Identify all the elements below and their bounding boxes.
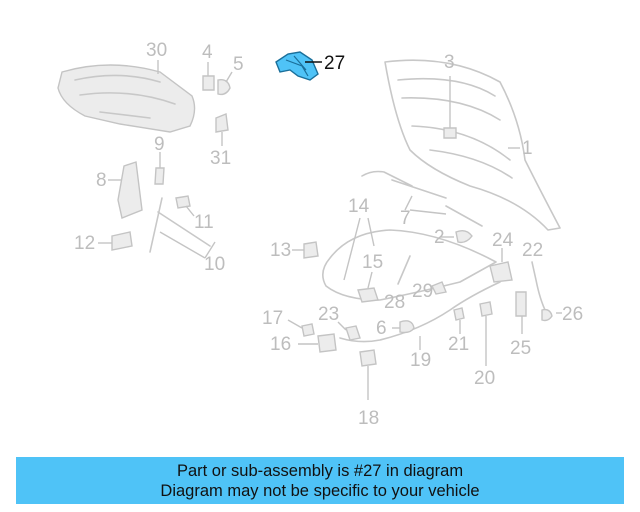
parts-diagram: 30 4 5 27 3 1 9 31 8 11 12 10 14 7 2 24 … <box>57 40 583 429</box>
part-9-bracket <box>154 167 165 185</box>
label-8: 8 <box>96 170 107 191</box>
part-19-release-cable <box>339 281 501 343</box>
label-2: 2 <box>434 227 445 248</box>
label-22: 22 <box>522 240 543 261</box>
part-21-clip <box>453 307 465 321</box>
label-14: 14 <box>348 196 370 217</box>
part-3-emblem <box>443 127 457 139</box>
banner-line-1: Part or sub-assembly is #27 in diagram <box>176 461 464 480</box>
label-29: 29 <box>412 281 433 302</box>
part-23-clip <box>345 325 361 341</box>
label-4: 4 <box>202 42 213 63</box>
part-14-seal <box>322 229 497 301</box>
part-7-weatherstrip <box>361 170 483 227</box>
part-6-grommet <box>399 320 415 334</box>
label-3: 3 <box>444 52 455 73</box>
label-12: 12 <box>74 233 95 254</box>
label-24: 24 <box>492 230 514 251</box>
part-1-hood-panel <box>384 59 561 231</box>
part-20-bracket <box>479 301 493 317</box>
part-17-clip <box>301 323 315 337</box>
label-27: 27 <box>324 53 345 74</box>
part-13-bracket <box>303 241 319 259</box>
label-30: 30 <box>146 40 167 61</box>
label-21: 21 <box>448 334 469 355</box>
label-20: 20 <box>474 368 495 389</box>
part-2-bumper <box>455 229 473 244</box>
part-5-clip <box>217 78 231 96</box>
label-13: 13 <box>270 240 291 261</box>
label-6: 6 <box>376 318 387 339</box>
label-15: 15 <box>362 252 383 273</box>
part-22-cable <box>531 261 547 313</box>
label-5: 5 <box>233 54 244 75</box>
part-11-strut-clip <box>175 195 191 209</box>
part-31-bracket <box>215 113 229 133</box>
label-28: 28 <box>384 292 405 313</box>
part-30-hood-insulator <box>57 64 196 133</box>
part-4-clip <box>202 75 215 91</box>
label-19: 19 <box>410 350 431 371</box>
label-16: 16 <box>270 334 291 355</box>
part-24-release-handle <box>489 261 513 283</box>
part-27-hood-hinge <box>275 51 319 81</box>
banner-line-2: Diagram may not be specific to your vehi… <box>160 481 480 500</box>
label-18: 18 <box>358 408 379 429</box>
label-26: 26 <box>562 304 583 325</box>
part-26-grommet <box>541 308 553 322</box>
part-29-latch-handle <box>431 281 447 295</box>
part-12-bracket <box>111 231 133 251</box>
label-23: 23 <box>318 304 339 325</box>
label-7: 7 <box>400 208 411 229</box>
label-10: 10 <box>204 254 225 275</box>
part-15-latch <box>357 287 379 303</box>
part-25-latch-rod <box>515 291 527 317</box>
label-9: 9 <box>154 134 165 155</box>
part-16-bracket <box>317 333 337 353</box>
part-18-lock-bracket <box>359 349 377 367</box>
label-25: 25 <box>510 338 531 359</box>
label-17: 17 <box>262 308 283 329</box>
part-28-cable <box>397 255 411 285</box>
label-11: 11 <box>194 212 214 233</box>
label-31: 31 <box>210 148 231 169</box>
part-8-hinge-bracket <box>117 161 143 219</box>
info-banner: Part or sub-assembly is #27 in diagram D… <box>16 457 624 504</box>
label-1: 1 <box>522 138 533 159</box>
part-10-hood-strut <box>149 197 211 253</box>
